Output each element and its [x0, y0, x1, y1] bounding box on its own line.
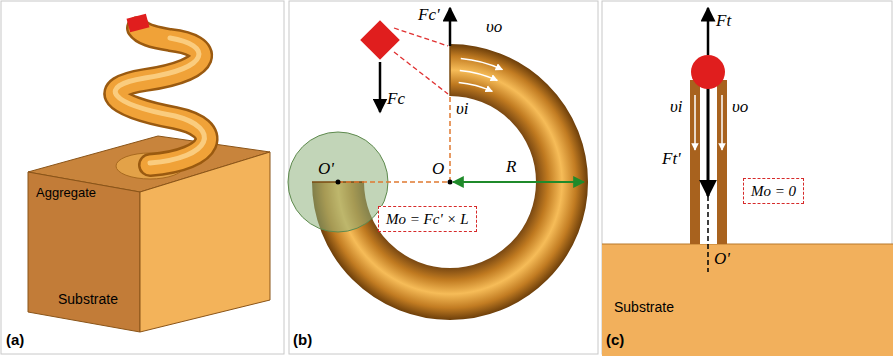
velocity-label: υo: [732, 98, 748, 117]
force-label: Fc': [418, 6, 440, 25]
force-label: Fc: [387, 90, 405, 109]
equation-text: Mo = 0: [751, 182, 796, 200]
part-label: Aggregate: [36, 186, 96, 200]
panel-label: (b): [293, 332, 312, 349]
equation-box: Mo = Fc' × L: [378, 206, 477, 232]
part-label: Substrate: [58, 292, 118, 307]
equation-box: Mo = 0: [743, 178, 804, 204]
point-label: O: [432, 160, 444, 179]
panel-label: (a): [6, 332, 24, 349]
force-label: Ft': [662, 150, 681, 169]
radius-label: R: [506, 158, 516, 177]
velocity-label: υi: [456, 100, 469, 119]
force-label: Ft: [716, 12, 731, 31]
panel-label: (c): [606, 332, 624, 349]
part-label: Substrate: [614, 300, 674, 315]
point-label: O': [318, 160, 334, 179]
velocity-label: υo: [486, 18, 502, 37]
point-label: O': [714, 250, 730, 269]
equation-text: Mo = Fc' × L: [386, 210, 469, 228]
velocity-label: υi: [670, 98, 683, 117]
